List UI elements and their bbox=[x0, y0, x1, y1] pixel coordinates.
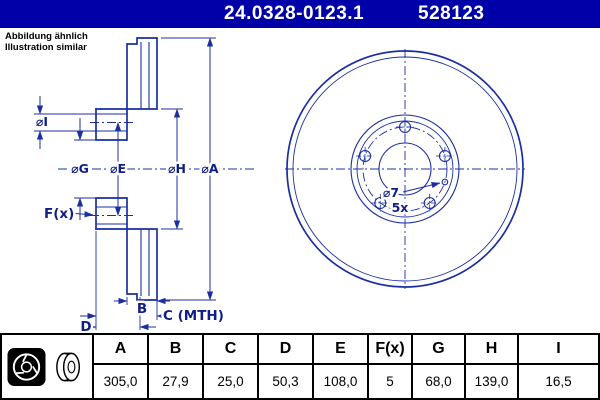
label-c-mth: C (MTH) bbox=[163, 308, 224, 324]
label-dia-i: ⌀I bbox=[36, 114, 48, 129]
label-dia-a: ⌀A bbox=[201, 161, 219, 176]
label-hole-count: 5x bbox=[392, 200, 409, 215]
similarity-note: Abbildung ähnlich Illustration similar bbox=[5, 31, 88, 53]
col-header-b: B bbox=[147, 333, 204, 365]
col-header-i: I bbox=[517, 333, 600, 365]
label-d: D bbox=[80, 319, 91, 333]
technical-drawing: ⌀I ⌀G ⌀E ⌀H ⌀A F(x) B C (MTH) D ⌀7 5x bbox=[33, 37, 525, 334]
cross-section-view bbox=[58, 37, 256, 301]
value-b: 27,9 bbox=[147, 363, 204, 400]
note-line-de: Abbildung ähnlich bbox=[5, 31, 88, 42]
note-line-en: Illustration similar bbox=[5, 42, 87, 53]
label-hole-dia: ⌀7 bbox=[383, 185, 399, 200]
dimension-table: A B C D E F(x) G H I 305,0 27,9 25,0 50,… bbox=[0, 333, 600, 400]
label-b: B bbox=[137, 301, 147, 317]
value-a: 305,0 bbox=[92, 363, 149, 400]
locating-hole bbox=[441, 178, 449, 186]
col-header-e: E bbox=[312, 333, 369, 365]
col-header-a: A bbox=[92, 333, 149, 365]
label-dia-e: ⌀E bbox=[110, 161, 126, 176]
reference-number: 528123 bbox=[418, 3, 485, 24]
value-c: 25,0 bbox=[202, 363, 259, 400]
part-number: 24.0328-0123.1 bbox=[224, 3, 365, 24]
value-d: 50,3 bbox=[257, 363, 314, 400]
value-g: 68,0 bbox=[411, 363, 466, 400]
bolt-holes bbox=[356, 118, 454, 212]
label-dia-h: ⌀H bbox=[168, 161, 186, 176]
title-bar: 24.0328-0123.1 528123 bbox=[0, 0, 600, 28]
disc-perspective-icon bbox=[56, 352, 81, 381]
label-dia-g: ⌀G bbox=[71, 161, 89, 176]
powerdisc-icon bbox=[7, 347, 46, 386]
value-h: 139,0 bbox=[464, 363, 519, 400]
col-header-h: H bbox=[464, 333, 519, 365]
col-header-c: C bbox=[202, 333, 259, 365]
dimension-lines bbox=[34, 37, 216, 331]
brand-icon-cell bbox=[0, 333, 94, 400]
col-header-g: G bbox=[411, 333, 466, 365]
col-header-fx: F(x) bbox=[367, 333, 413, 365]
value-e: 108,0 bbox=[312, 363, 369, 400]
label-fx: F(x) bbox=[44, 206, 74, 222]
value-fx: 5 bbox=[367, 363, 413, 400]
col-header-d: D bbox=[257, 333, 314, 365]
front-view bbox=[285, 49, 525, 289]
dimension-labels: ⌀I ⌀G ⌀E ⌀H ⌀A F(x) B C (MTH) D ⌀7 5x bbox=[33, 112, 410, 334]
value-i: 16,5 bbox=[517, 363, 600, 400]
